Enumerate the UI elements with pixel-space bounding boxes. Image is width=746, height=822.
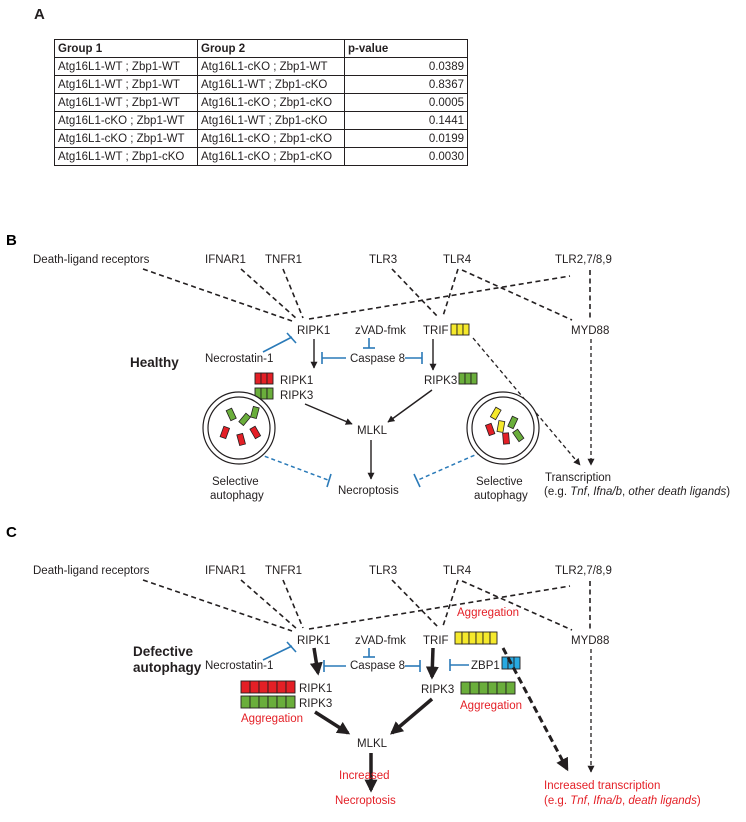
left-autophagy-label-1: Selective (212, 476, 259, 488)
table-cell-group1: Atg16L1-cKO ; Zbp1-WT (54, 111, 198, 130)
tlr4-label: TLR4 (443, 565, 472, 577)
panel-a-label: A (34, 6, 45, 23)
increased-necroptosis-label-2: Necroptosis (335, 795, 396, 807)
defective-autophagy-label-2: autophagy (133, 660, 202, 675)
trif-transcription-arrow (501, 647, 569, 772)
transcription-arrows (472, 337, 595, 466)
table-row: Atg16L1-WT ; Zbp1-cKO Atg16L1-cKO ; Zbp1… (54, 147, 468, 166)
left-autophagy-label-2: autophagy (210, 490, 264, 502)
aggregation-right-label: Aggregation (460, 700, 522, 712)
ripk3-label: RIPK3 (424, 375, 457, 387)
complex-ripk3-green-blocks (240, 695, 296, 709)
tnfr1-label: TNFR1 (265, 254, 302, 266)
right-autophagosome (466, 391, 540, 465)
increased-transcription-detail: (e.g. Tnf, Ifna/b, death ligands) (544, 795, 701, 807)
ifnar1-label: IFNAR1 (205, 254, 246, 266)
pvalue-table: Group 1 Group 2 p-value Atg16L1-WT ; Zbp… (54, 39, 468, 166)
table-row: Atg16L1-cKO ; Zbp1-WT Atg16L1-WT ; Zbp1-… (54, 111, 468, 130)
table-cell-group2: Atg16L1-WT ; Zbp1-cKO (197, 75, 345, 94)
right-autophagy-label-2: autophagy (474, 490, 528, 502)
ripk1-label: RIPK1 (297, 635, 330, 647)
right-autophagy-label-1: Selective (476, 476, 523, 488)
aggregation-top-label: Aggregation (457, 607, 519, 619)
tnfr1-label: TNFR1 (265, 565, 302, 577)
table-row: Atg16L1-WT ; Zbp1-WT Atg16L1-WT ; Zbp1-c… (54, 75, 468, 94)
ifnar1-label: IFNAR1 (205, 565, 246, 577)
left-autophagosome (202, 391, 276, 465)
panel-c-diagram: Death-ligand receptors IFNAR1 TNFR1 TLR3… (33, 565, 701, 807)
death-ligand-receptors-label: Death-ligand receptors (33, 565, 150, 577)
caspase8-label: Caspase 8 (350, 353, 405, 365)
table-cell-group2: Atg16L1-cKO ; Zbp1-cKO (197, 147, 345, 166)
necroptosis-label: Necroptosis (338, 485, 399, 497)
death-ligand-receptors-label: Death-ligand receptors (33, 254, 150, 266)
table-cell-group1: Atg16L1-WT ; Zbp1-WT (54, 57, 198, 76)
transcription-label: Transcription (545, 472, 611, 484)
tlr3-label: TLR3 (369, 254, 397, 266)
table-header-pvalue: p-value (344, 39, 468, 58)
complex-ripk1-red-blocks (240, 680, 296, 694)
myd88-label: MYD88 (571, 325, 609, 337)
zvad-label: zVAD-fmk (355, 325, 406, 337)
inhibition-lines (262, 332, 423, 364)
tlr2789-label: TLR2,7/8,9 (555, 565, 612, 577)
autophagy-inhibition-lines (231, 443, 501, 481)
complex-ripk1-label: RIPK1 (280, 375, 313, 387)
enhanced-signal-arrows (309, 647, 439, 793)
table-header-row: Group 1 Group 2 p-value (54, 39, 468, 58)
ripk3-green-blocks (460, 681, 516, 695)
transcription-detail: (e.g. Tnf, Ifna/b, other death ligands) (544, 486, 730, 498)
complex-ripk3-label: RIPK3 (299, 698, 332, 710)
tlr4-label: TLR4 (443, 254, 472, 266)
table-cell-pvalue: 0.0030 (344, 147, 468, 166)
myd88-label: MYD88 (571, 635, 609, 647)
inhibition-lines (262, 641, 469, 672)
table-cell-group1: Atg16L1-WT ; Zbp1-cKO (54, 147, 198, 166)
tlr3-label: TLR3 (369, 565, 397, 577)
ripk1-label: RIPK1 (297, 325, 330, 337)
ripk3-green-blocks (458, 372, 478, 385)
trif-label: TRIF (423, 635, 449, 647)
complex-ripk1-label: RIPK1 (299, 683, 332, 695)
necrostatin-label: Necrostatin-1 (205, 660, 273, 672)
zvad-label: zVAD-fmk (355, 635, 406, 647)
tlr2789-label: TLR2,7/8,9 (555, 254, 612, 266)
aggregation-left-label: Aggregation (241, 713, 303, 725)
defective-autophagy-label-1: Defective (133, 644, 194, 659)
panel-c-label: C (6, 524, 17, 541)
increased-necroptosis-label-1: Increased (339, 770, 390, 782)
zbp1-label: ZBP1 (471, 660, 500, 672)
panel-b-diagram: Death-ligand receptors IFNAR1 TNFR1 TLR3… (33, 254, 730, 502)
table-cell-group2: Atg16L1-cKO ; Zbp1-WT (197, 57, 345, 76)
receptor-links (142, 268, 591, 322)
complex-ripk1-red-blocks (254, 372, 274, 385)
trif-yellow-blocks (450, 323, 470, 336)
signal-arrows (304, 339, 437, 480)
complex-ripk3-label: RIPK3 (280, 390, 313, 402)
table-row: Atg16L1-cKO ; Zbp1-WT Atg16L1-cKO ; Zbp1… (54, 129, 468, 148)
healthy-label: Healthy (130, 355, 179, 370)
table-cell-pvalue: 0.8367 (344, 75, 468, 94)
table-cell-group2: Atg16L1-cKO ; Zbp1-cKO (197, 129, 345, 148)
trif-yellow-blocks (454, 631, 498, 645)
necrostatin-label: Necrostatin-1 (205, 353, 273, 365)
table-row: Atg16L1-WT ; Zbp1-WT Atg16L1-cKO ; Zbp1-… (54, 93, 468, 112)
trif-label: TRIF (423, 325, 449, 337)
ripk3-label: RIPK3 (421, 684, 454, 696)
autophagy-inhibition-bars (326, 473, 421, 488)
panel-b-label: B (6, 232, 17, 249)
caspase8-label: Caspase 8 (350, 660, 405, 672)
increased-transcription-label: Increased transcription (544, 780, 660, 792)
table-cell-pvalue: 0.0199 (344, 129, 468, 148)
receptor-links (142, 579, 591, 632)
mlkl-label: MLKL (357, 425, 388, 437)
table-cell-group1: Atg16L1-WT ; Zbp1-WT (54, 93, 198, 112)
mlkl-label: MLKL (357, 738, 388, 750)
